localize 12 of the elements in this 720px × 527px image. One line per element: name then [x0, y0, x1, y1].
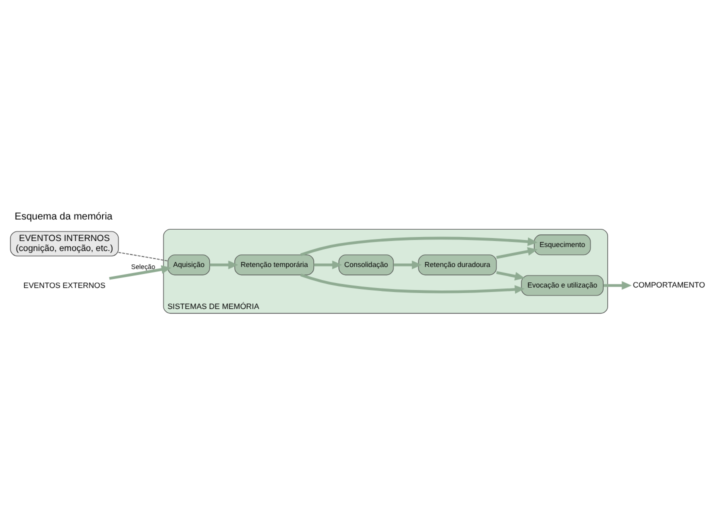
arrow: [300, 274, 525, 294]
arrow: [210, 260, 238, 270]
node-box: EVENTOS INTERNOS (cognição, emoção, etc.): [10, 231, 119, 256]
connector: [118, 252, 168, 262]
arrow: [109, 265, 172, 280]
arrow: [496, 271, 525, 280]
arrow: [300, 236, 538, 256]
arrow: [603, 281, 632, 290]
arrow: [496, 247, 538, 259]
diagram-title: Esquema da memória: [14, 211, 112, 222]
arrow: [314, 260, 342, 270]
arrow: [394, 260, 422, 270]
